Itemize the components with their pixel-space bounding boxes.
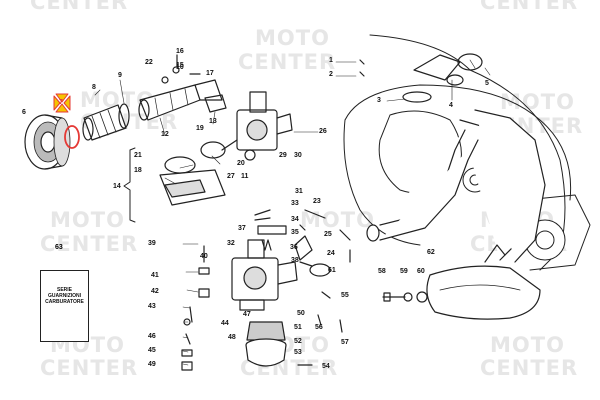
callout-13[interactable]: 13 <box>209 118 217 125</box>
callout-34[interactable]: 34 <box>291 216 299 223</box>
callout-14[interactable]: 14 <box>113 183 121 190</box>
callout-5[interactable]: 5 <box>485 80 489 87</box>
exhaust-pipe-part[interactable] <box>366 109 546 263</box>
callout-7-highlighted[interactable]: 7 <box>59 99 63 106</box>
watermark-center-bottomleft: CENTER <box>40 356 139 380</box>
callout-30[interactable]: 30 <box>294 152 302 159</box>
intake-elbow-part[interactable] <box>413 53 483 86</box>
callout-50[interactable]: 50 <box>297 310 305 317</box>
gasket-kit-box[interactable]: SERIE GUARNIZIONI CARBURATORE <box>40 270 89 342</box>
callout-17[interactable]: 17 <box>206 70 214 77</box>
carburetor-lower-part[interactable] <box>231 239 298 311</box>
float-bowl-part[interactable] <box>245 321 287 367</box>
carburetor-upper-part[interactable] <box>221 91 293 161</box>
callout-38[interactable]: 38 <box>291 257 299 264</box>
callout-48[interactable]: 48 <box>228 334 236 341</box>
callout-3[interactable]: 3 <box>377 97 381 104</box>
watermark-center-midleft: CENTER <box>40 232 139 256</box>
callout-31[interactable]: 31 <box>295 188 303 195</box>
callout-42[interactable]: 42 <box>151 288 159 295</box>
callout-10[interactable]: 10 <box>176 64 184 71</box>
callout-51[interactable]: 51 <box>294 324 302 331</box>
callout-33[interactable]: 33 <box>291 200 299 207</box>
callout-54[interactable]: 54 <box>322 363 330 370</box>
watermark-center-topleft: CENTER <box>30 0 129 14</box>
callout-36[interactable]: 36 <box>290 244 298 251</box>
callout-27[interactable]: 27 <box>227 173 235 180</box>
callout-25[interactable]: 25 <box>324 231 332 238</box>
callout-12[interactable]: 12 <box>161 131 169 138</box>
callout-47[interactable]: 47 <box>243 311 251 318</box>
callout-55[interactable]: 55 <box>341 292 349 299</box>
callout-9[interactable]: 9 <box>118 72 122 79</box>
muffler-part[interactable] <box>426 244 541 320</box>
hose-clamp-part[interactable] <box>118 103 130 129</box>
callout-26[interactable]: 26 <box>319 128 327 135</box>
callout-32[interactable]: 32 <box>227 240 235 247</box>
callout-53[interactable]: 53 <box>294 349 302 356</box>
callout-37[interactable]: 37 <box>238 225 246 232</box>
callout-57[interactable]: 57 <box>341 339 349 346</box>
callout-20[interactable]: 20 <box>237 160 245 167</box>
callout-44[interactable]: 44 <box>221 320 229 327</box>
callout-2[interactable]: 2 <box>329 71 333 78</box>
callout-11[interactable]: 11 <box>241 173 249 180</box>
callout-16[interactable]: 16 <box>176 48 184 55</box>
callout-8[interactable]: 8 <box>92 84 96 91</box>
o-ring-highlighted[interactable] <box>64 125 80 149</box>
callout-40[interactable]: 40 <box>200 253 208 260</box>
callout-4[interactable]: 4 <box>449 102 453 109</box>
watermark-center-bottomright: CENTER <box>480 356 579 380</box>
callout-62[interactable]: 62 <box>427 249 435 256</box>
callout-24[interactable]: 24 <box>327 250 335 257</box>
gasket-part[interactable] <box>402 91 432 103</box>
filter-housing-part[interactable] <box>159 141 226 206</box>
callout-46[interactable]: 46 <box>148 333 156 340</box>
kit-callout-number[interactable]: 63 <box>55 244 63 251</box>
callout-56[interactable]: 56 <box>315 324 323 331</box>
callout-58[interactable]: 58 <box>378 268 386 275</box>
watermark-moto-midleft: MOTO <box>50 208 125 232</box>
callout-1[interactable]: 1 <box>329 57 333 64</box>
callout-41[interactable]: 41 <box>151 272 159 279</box>
callout-45[interactable]: 45 <box>148 347 156 354</box>
callout-21[interactable]: 21 <box>134 152 142 159</box>
callout-29[interactable]: 29 <box>279 152 287 159</box>
watermark-moto-right: MOTO <box>500 90 575 114</box>
intake-manifold-part[interactable] <box>138 79 223 121</box>
callout-18[interactable]: 18 <box>134 167 142 174</box>
callout-19[interactable]: 19 <box>196 125 204 132</box>
callout-23[interactable]: 23 <box>313 198 321 205</box>
callout-35[interactable]: 35 <box>291 229 299 236</box>
callout-59[interactable]: 59 <box>400 268 408 275</box>
callout-22[interactable]: 22 <box>145 59 153 66</box>
callout-60[interactable]: 60 <box>417 268 425 275</box>
callout-39[interactable]: 39 <box>148 240 156 247</box>
highlight-marker-icon <box>53 93 71 113</box>
watermark-moto-left: MOTO <box>80 88 155 112</box>
callout-43[interactable]: 43 <box>148 303 156 310</box>
watermark-center-top: CENTER <box>238 50 337 74</box>
watermark-moto-bottomright: MOTO <box>490 333 565 357</box>
air-filter-part[interactable] <box>24 114 71 170</box>
callout-15[interactable]: 15 <box>176 62 184 69</box>
callout-49[interactable]: 49 <box>148 361 156 368</box>
watermark-center-topright: CENTER <box>480 0 579 14</box>
gasket-kit-label: SERIE GUARNIZIONI CARBURATORE <box>45 287 84 305</box>
callout-61[interactable]: 61 <box>328 267 336 274</box>
callout-6[interactable]: 6 <box>22 109 26 116</box>
intake-hose-part[interactable] <box>82 104 127 141</box>
callout-52[interactable]: 52 <box>294 338 302 345</box>
watermark-moto-top: MOTO <box>255 26 330 50</box>
